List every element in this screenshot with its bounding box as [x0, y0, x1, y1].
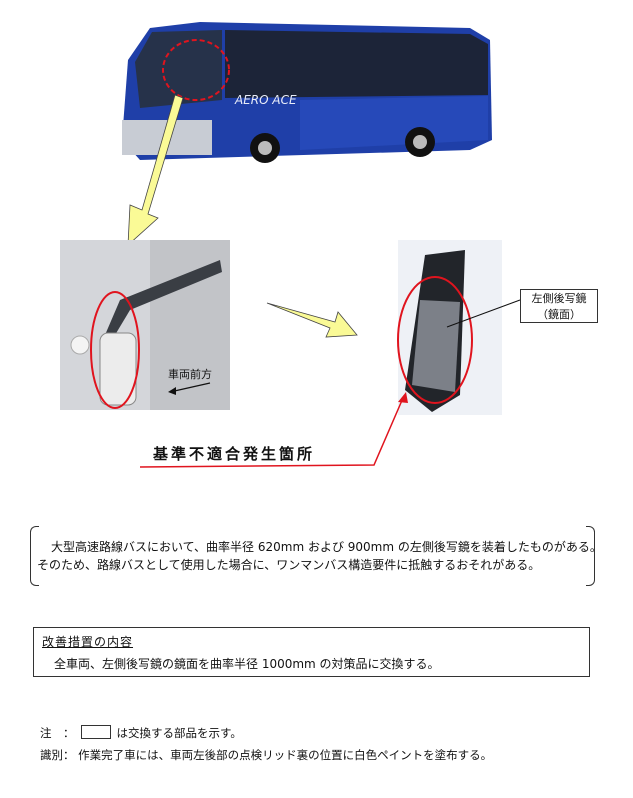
identification-label: 識別： [40, 748, 75, 762]
bracket-left [30, 526, 39, 586]
remedy-box: 改善措置の内容 全車両、左側後写鏡の鏡面を曲率半径 1000mm の対策品に交換… [33, 627, 590, 677]
mirror-closeup-photo [60, 240, 230, 410]
illustration: AERO ACE [60, 22, 521, 468]
callout-line2: （鏡面） [537, 308, 581, 321]
legend-swatch [80, 725, 111, 739]
arrow-right-icon [266, 302, 358, 338]
summary-line2: そのため、路線バスとして使用した場合に、ワンマンバス構造要件に抵触するおそれがあ… [37, 558, 541, 572]
note-line: 注 ： は交換する部品を示す。 [40, 725, 242, 741]
mirror-location-highlight [162, 39, 230, 101]
bracket-right [586, 526, 595, 586]
identification-text: 作業完了車には、車両左後部の点検リッド裏の位置に白色ペイントを塗布する。 [78, 748, 493, 762]
defect-summary: 大型高速路線バスにおいて、曲率半径 620mm および 900mm の左側後写鏡… [30, 526, 602, 586]
callout-line1: 左側後写鏡 [531, 292, 587, 305]
nonconformity-label: 基準不適合発生箇所 [153, 445, 316, 463]
identification-line: 識別： 作業完了車には、車両左後部の点検リッド裏の位置に白色ペイントを塗布する。 [40, 747, 492, 763]
remedy-title: 改善措置の内容 [42, 635, 134, 649]
nonconformity-leader-line [139, 397, 404, 468]
mirror-callout-label: 左側後写鏡 （鏡面） [520, 289, 598, 323]
note-label: 注 ： [40, 726, 75, 740]
remedy-body: 全車両、左側後写鏡の鏡面を曲率半径 1000mm の対策品に交換する。 [54, 657, 440, 671]
vehicle-front-label: 車両前方 [168, 368, 212, 381]
mirror-surface-photo [139, 240, 521, 468]
summary-line1: 大型高速路線バスにおいて、曲率半径 620mm および 900mm の左側後写鏡… [51, 540, 602, 554]
bus-brand-text: AERO ACE [234, 93, 297, 107]
front-direction-arrow-icon [168, 387, 176, 395]
bus-image: AERO ACE [122, 22, 492, 163]
arrow-down-icon [127, 94, 184, 246]
note-text: は交換する部品を示す。 [116, 726, 242, 740]
